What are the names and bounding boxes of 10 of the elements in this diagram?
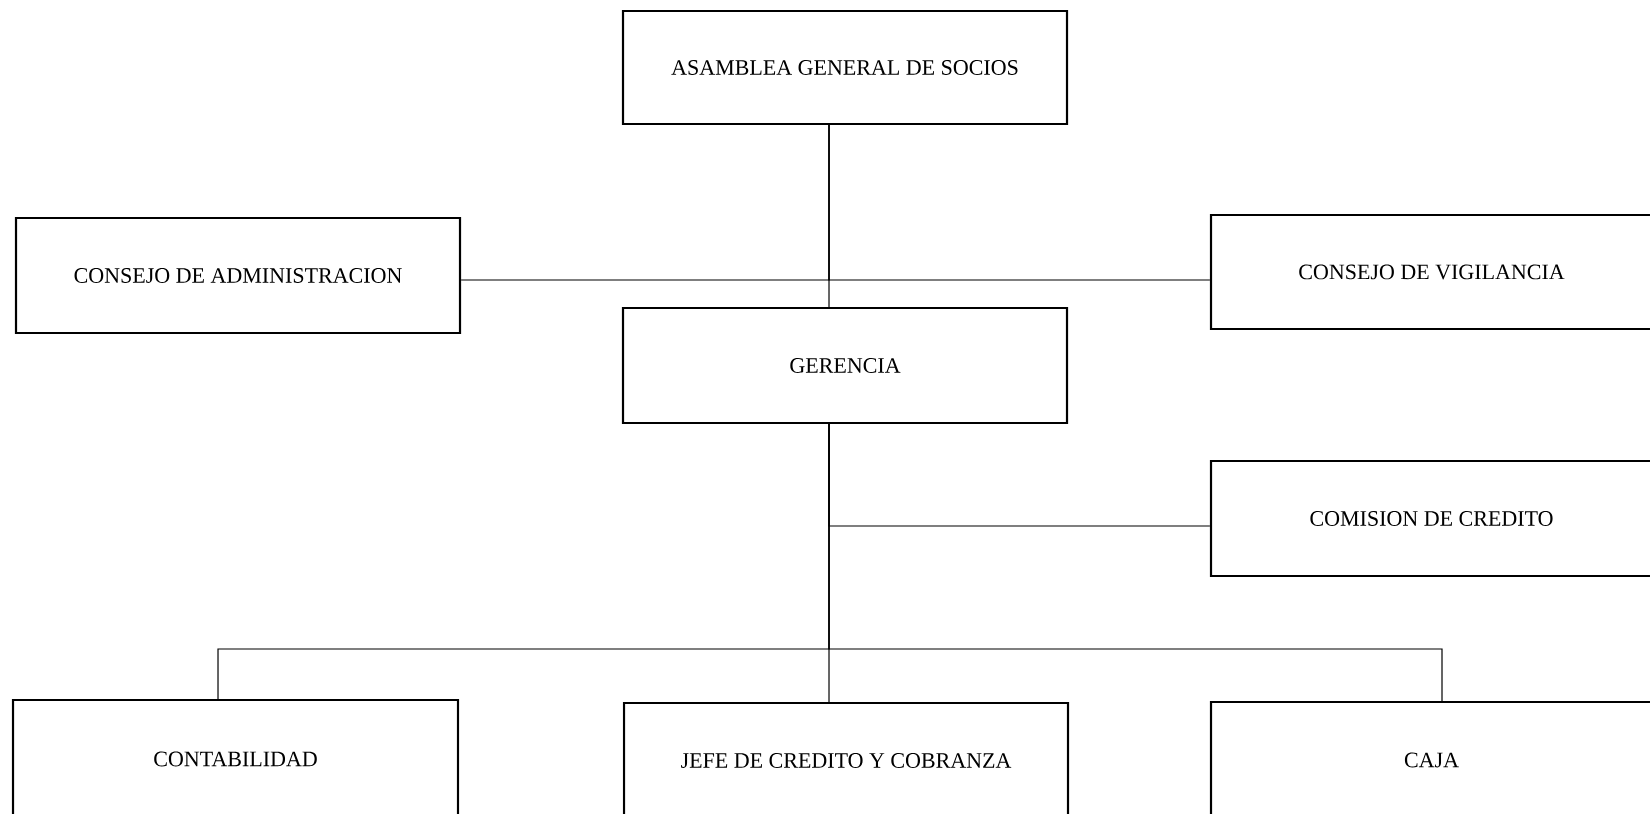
- org-box: CONSEJO DE VIGILANCIA: [1209, 213, 1650, 331]
- org-box: COMISION DE CREDITO: [1209, 459, 1650, 578]
- org-box: GERENCIA: [621, 306, 1069, 425]
- org-box: ASAMBLEA GENERAL DE SOCIOS: [621, 9, 1069, 126]
- connector-line: [828, 124, 1211, 281]
- org-box: CONSEJO DE ADMINISTRACION: [14, 216, 462, 335]
- org-box: JEFE DE CREDITO Y COBRANZA: [622, 701, 1070, 814]
- org-box: CAJA: [1209, 700, 1650, 814]
- connector-line: [828, 423, 1443, 702]
- org-box: CONTABILIDAD: [11, 698, 460, 814]
